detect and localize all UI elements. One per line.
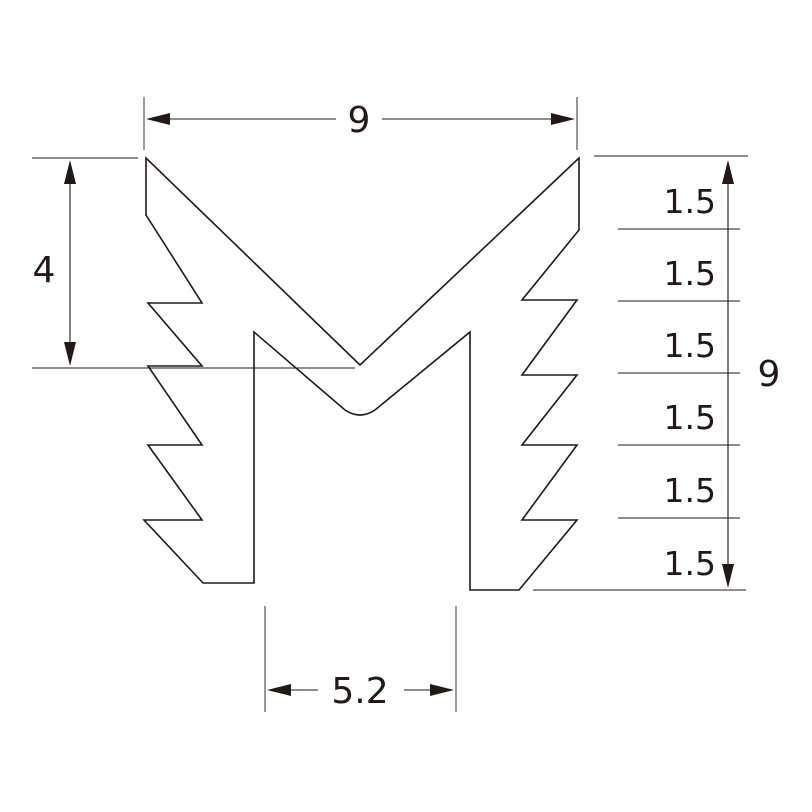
pitch-label-1: 1.5	[664, 182, 716, 221]
arrowhead-down	[64, 342, 76, 366]
pitch-label-4: 1.5	[664, 398, 716, 437]
pitch-label-2: 1.5	[664, 254, 716, 293]
bottom-gap-label: 5.2	[331, 671, 388, 712]
arrowhead-left	[146, 113, 170, 125]
top-width-dimension: 9	[143, 97, 578, 150]
right-height-label: 9	[758, 354, 781, 395]
arrowhead-left	[267, 684, 291, 696]
arrowhead-right	[551, 113, 575, 125]
pitch-label-6: 1.5	[664, 544, 716, 583]
left-depth-dimension: 4	[32, 157, 355, 369]
right-pitch-dimension: 1.5 1.5 1.5 1.5 1.5 1.5 9	[533, 155, 781, 591]
pitch-label-3: 1.5	[664, 326, 716, 365]
arrowhead-down	[722, 564, 734, 588]
left-depth-label: 4	[33, 250, 56, 291]
m-profile-outline	[142, 156, 580, 591]
arrowhead-up	[64, 160, 76, 184]
arrowhead-up	[722, 160, 734, 184]
top-width-label: 9	[348, 100, 371, 141]
bottom-gap-dimension: 5.2	[264, 606, 457, 712]
arrowhead-right	[430, 684, 454, 696]
pitch-label-5: 1.5	[664, 471, 716, 510]
